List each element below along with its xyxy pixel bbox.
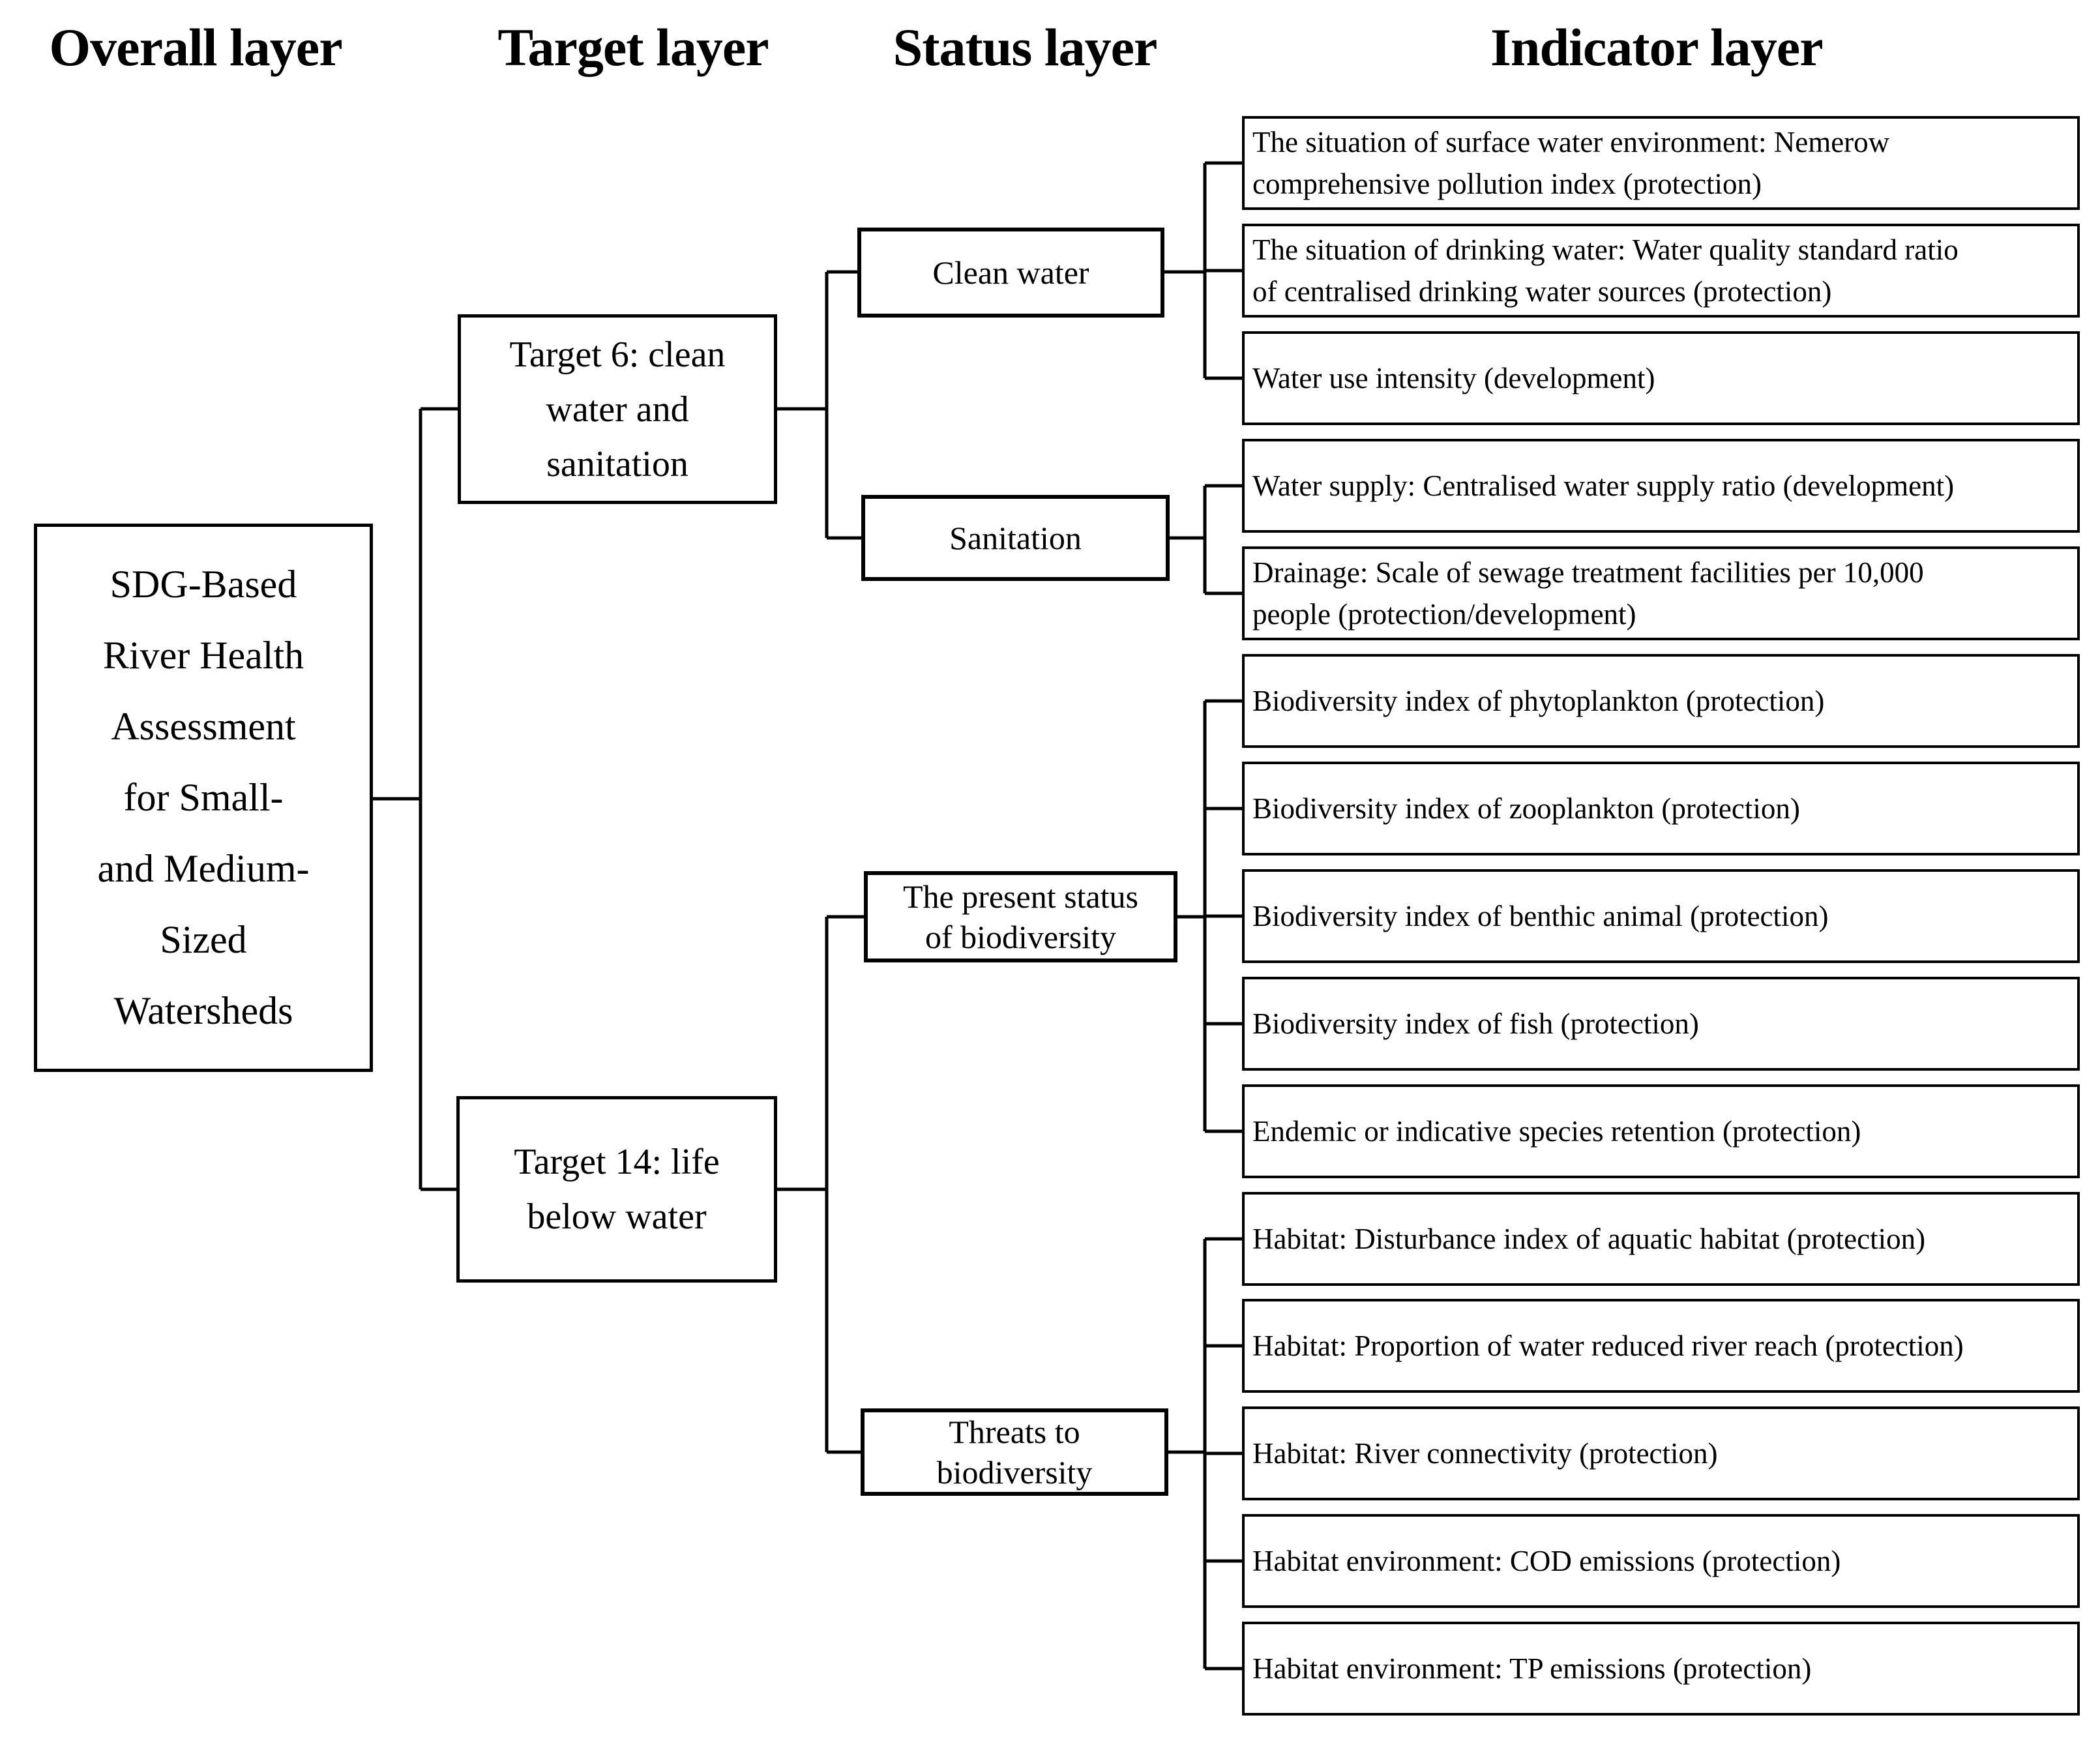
indicator-box: Habitat: Proportion of water reduced riv… (1242, 1299, 2080, 1393)
header-target-layer: Target layer (497, 18, 769, 77)
indicator-box: Biodiversity index of benthic animal (pr… (1242, 869, 2080, 963)
indicator-box: Drainage: Scale of sewage treatment faci… (1242, 546, 2080, 640)
indicator-box: Habitat: Disturbance index of aquatic ha… (1242, 1192, 2080, 1286)
indicator-box: Biodiversity index of fish (protection) (1242, 977, 2080, 1071)
indicator-box: The situation of surface water environme… (1242, 116, 2080, 210)
header-overall-layer: Overall layer (49, 18, 342, 77)
status-threats-biodiversity-box: Threats to biodiversity (861, 1408, 1168, 1496)
target14-box: Target 14: life below water (456, 1096, 777, 1283)
indicator-box: Endemic or indicative species retention … (1242, 1084, 2080, 1178)
overall-goal-box: SDG-Based River Health Assessment for Sm… (34, 524, 373, 1072)
indicator-box: Habitat environment: TP emissions (prote… (1242, 1622, 2080, 1716)
indicator-box: Biodiversity index of zooplankton (prote… (1242, 762, 2080, 855)
indicator-box: Water supply: Centralised water supply r… (1242, 439, 2080, 533)
target6-box: Target 6: clean water and sanitation (458, 314, 777, 504)
indicator-box: Water use intensity (development) (1242, 331, 2080, 425)
status-clean-water-box: Clean water (857, 228, 1164, 318)
header-status-layer: Status layer (893, 18, 1158, 77)
status-sanitation-box: Sanitation (861, 495, 1170, 581)
indicator-box: Habitat environment: COD emissions (prot… (1242, 1514, 2080, 1608)
header-indicator-layer: Indicator layer (1490, 18, 1824, 77)
status-present-biodiversity-box: The present status of biodiversity (864, 871, 1177, 962)
indicator-box: Biodiversity index of phytoplankton (pro… (1242, 654, 2080, 748)
indicator-box: The situation of drinking water: Water q… (1242, 224, 2080, 318)
indicator-box: Habitat: River connectivity (protection) (1242, 1406, 2080, 1500)
